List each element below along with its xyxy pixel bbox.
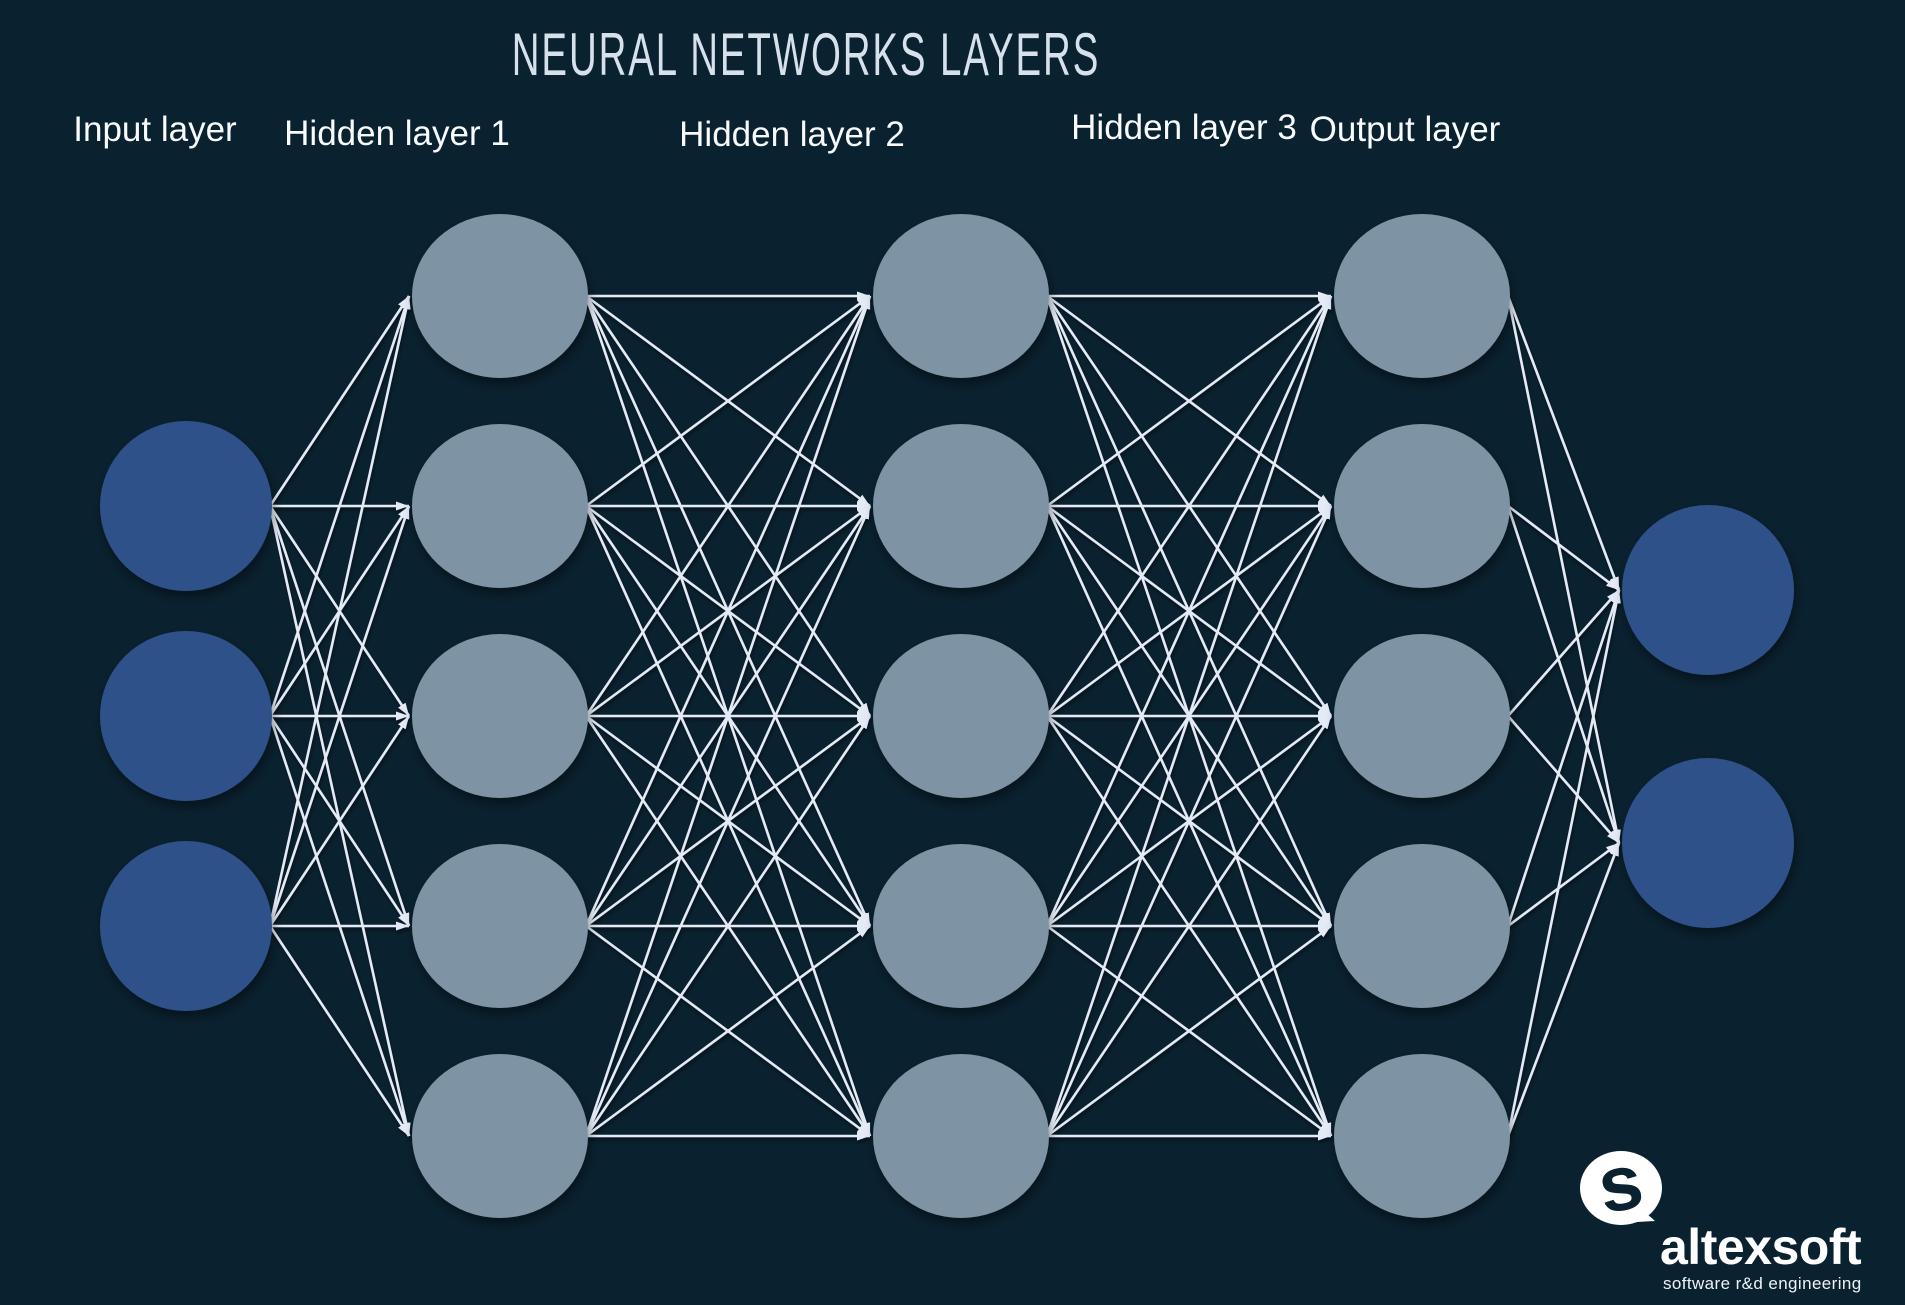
edge-hidden35-output2: [1506, 842, 1621, 1137]
edge-hidden15-hidden23: [584, 715, 872, 1137]
edge-hidden25-hidden34: [1046, 924, 1332, 1138]
edge-hidden25-hidden32: [1045, 505, 1333, 1137]
node-hidden2-3: [873, 634, 1049, 798]
edge-hidden22-hidden31: [1046, 294, 1332, 508]
altexsoft-wordmark: altexsoft: [1660, 1219, 1862, 1275]
node-hidden2-5: [873, 1054, 1049, 1218]
node-hidden3-3: [1334, 634, 1510, 798]
node-hidden3-2: [1334, 424, 1510, 588]
node-hidden2-1: [873, 214, 1049, 378]
edge-hidden25-hidden33: [1045, 715, 1333, 1137]
edges: [268, 291, 1621, 1141]
edge-hidden25-hidden31: [1045, 295, 1333, 1137]
edge-hidden31-output2: [1506, 295, 1621, 844]
altexsoft-logo: s altexsoft software r&d engineering: [1578, 1148, 1902, 1302]
node-hidden3-4: [1334, 844, 1510, 1008]
edge-input3-hidden11: [268, 295, 411, 927]
page-title-text: NEURAL NETWORKS LAYERS: [511, 21, 1101, 88]
edge-hidden15-hidden22: [584, 505, 872, 1137]
node-input-1: [100, 421, 272, 591]
edge-hidden31-output1: [1506, 295, 1621, 591]
nodes: [100, 214, 1794, 1218]
edge-hidden33-output2: [1507, 715, 1620, 844]
edge-hidden32-output2: [1506, 505, 1621, 844]
layer-label-hidden3: Hidden layer 3: [1071, 108, 1297, 147]
layer-label-input: Input layer: [73, 110, 237, 149]
edge-hidden14-hidden21: [584, 295, 872, 927]
node-input-2: [100, 631, 272, 801]
altexsoft-logo-icon: s: [1580, 1148, 1662, 1230]
node-output-1: [1622, 505, 1794, 675]
page-title: NEURAL NETWORKS LAYERS: [346, 20, 1266, 89]
node-hidden1-5: [412, 1054, 588, 1218]
node-input-3: [100, 841, 272, 1011]
edge-hidden13-hidden21: [584, 295, 872, 717]
node-hidden2-2: [873, 424, 1049, 588]
edge-input3-hidden13: [268, 715, 411, 927]
edge-hidden32-output1: [1507, 504, 1620, 592]
edge-input2-hidden11: [268, 295, 411, 717]
edge-hidden15-hidden21: [584, 295, 872, 1137]
node-hidden2-4: [873, 844, 1049, 1008]
layer-label-hidden2: Hidden layer 2: [679, 115, 905, 154]
edge-hidden33-output1: [1507, 589, 1620, 717]
edge-hidden15-hidden24: [585, 924, 871, 1138]
edge-hidden12-hidden21: [585, 294, 871, 508]
edge-input3-hidden15: [268, 925, 411, 1137]
edge-hidden34-output1: [1506, 589, 1621, 927]
node-hidden3-1: [1334, 214, 1510, 378]
node-output-2: [1622, 758, 1794, 928]
layer-label-output: Output layer: [1309, 110, 1501, 149]
node-hidden1-2: [412, 424, 588, 588]
node-hidden1-1: [412, 214, 588, 378]
node-hidden3-5: [1334, 1054, 1510, 1218]
altexsoft-tagline: software r&d engineering: [1663, 1274, 1862, 1293]
edge-hidden24-hidden31: [1045, 295, 1333, 927]
edge-hidden35-output1: [1506, 589, 1621, 1137]
edge-input3-hidden12: [268, 505, 411, 927]
edge-hidden34-output2: [1507, 841, 1620, 928]
layer-label-hidden1: Hidden layer 1: [284, 114, 510, 153]
edge-input1-hidden11: [268, 295, 411, 507]
edge-hidden23-hidden31: [1045, 295, 1333, 717]
node-hidden1-4: [412, 844, 588, 1008]
node-hidden1-3: [412, 634, 588, 798]
